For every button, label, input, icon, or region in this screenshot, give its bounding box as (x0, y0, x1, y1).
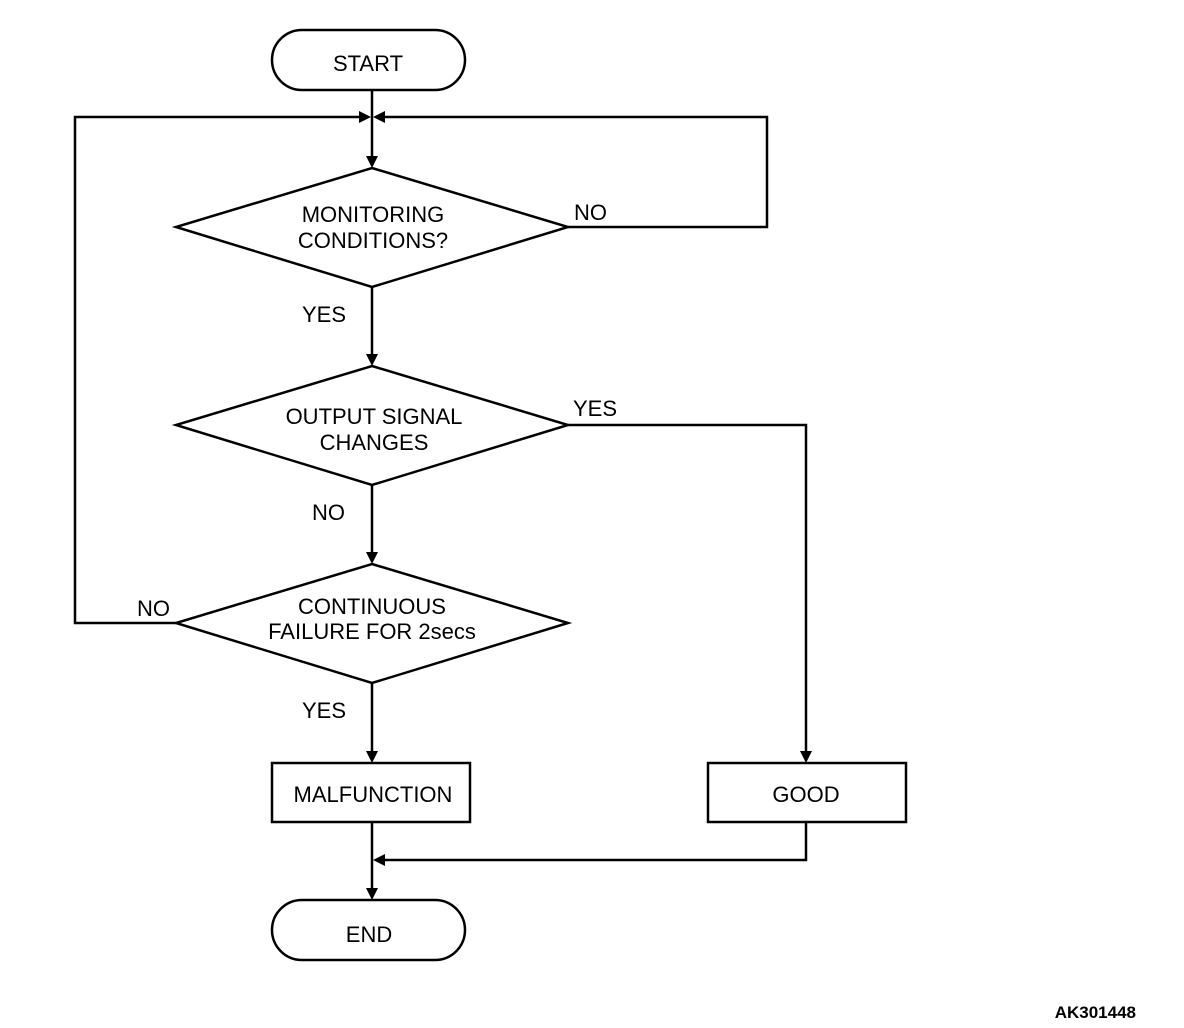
arrowhead-left (373, 111, 385, 123)
continuous-failure-label-line1: CONTINUOUS (298, 594, 446, 619)
branch-label-monitoring-no: NO (574, 200, 607, 225)
branch-label-output-no: NO (312, 500, 345, 525)
connector-good-end (380, 822, 808, 862)
monitoring-label-line1: MONITORING (302, 202, 445, 227)
connector-output-yes-good (568, 423, 808, 754)
end-label: END (346, 922, 392, 947)
output-signal-decision: OUTPUT SIGNAL CHANGES (171, 364, 573, 487)
start-terminator: START (270, 28, 467, 92)
connector-continuous-no-loop (73, 115, 364, 625)
branch-label-continuous-no: NO (137, 596, 170, 621)
monitoring-conditions-decision: MONITORING CONDITIONS? (171, 166, 573, 289)
branch-labels: NO YES YES NO NO YES (137, 200, 617, 723)
arrowheads (359, 111, 812, 900)
figure-id: AK301448 (1055, 1003, 1136, 1022)
arrowhead-down (366, 552, 378, 564)
good-process: GOOD (706, 761, 908, 824)
monitoring-label-line2: CONDITIONS? (298, 228, 448, 253)
end-terminator: END (270, 898, 467, 962)
continuous-failure-decision: CONTINUOUS FAILURE FOR 2secs (171, 562, 573, 685)
good-box (706, 761, 908, 824)
arrowhead-down (366, 751, 378, 763)
branch-label-monitoring-yes: YES (302, 302, 346, 327)
malfunction-label: MALFUNCTION (294, 782, 453, 807)
monitoring-diamond (171, 166, 573, 289)
start-shape (270, 28, 467, 92)
arrowhead-left (373, 854, 385, 866)
arrowhead-down (800, 751, 812, 763)
malfunction-box (270, 761, 472, 824)
start-label: START (333, 51, 403, 76)
connector-monitoring-no-loop (380, 115, 769, 229)
branch-label-output-yes: YES (573, 396, 617, 421)
branch-label-continuous-yes: YES (302, 698, 346, 723)
connectors (73, 90, 808, 892)
output-signal-label-line2: CHANGES (320, 430, 429, 455)
malfunction-process: MALFUNCTION (270, 761, 472, 824)
arrowhead-right (359, 111, 371, 123)
arrowhead-down (366, 156, 378, 168)
arrowhead-down (366, 354, 378, 366)
arrowhead-down (366, 888, 378, 900)
output-signal-label-line1: OUTPUT SIGNAL (286, 404, 463, 429)
output-signal-diamond (171, 364, 573, 487)
end-shape (270, 898, 467, 962)
good-label: GOOD (772, 782, 839, 807)
continuous-failure-label-line2: FAILURE FOR 2secs (268, 619, 476, 644)
continuous-failure-diamond (171, 562, 573, 685)
